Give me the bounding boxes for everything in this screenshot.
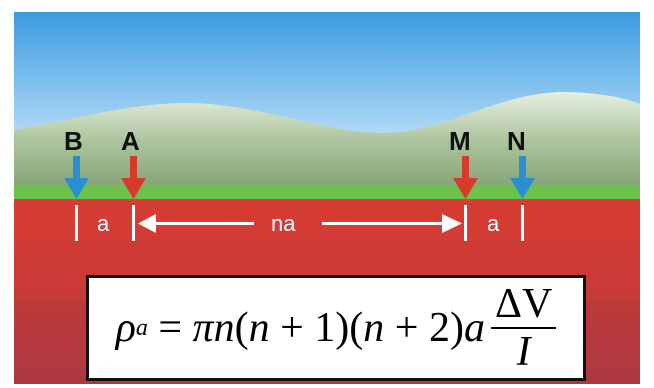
formula-denominator: I	[516, 329, 531, 375]
formula-open-paren-1: (	[234, 305, 249, 351]
formula-equals: =	[147, 305, 193, 351]
tick-m	[464, 205, 467, 241]
formula-close-paren-1: )	[335, 305, 350, 351]
formula-n: n	[213, 305, 235, 351]
formula-pi: π	[192, 305, 214, 351]
spacing-label-na: na	[271, 211, 296, 236]
electrode-b-arrow	[64, 156, 89, 199]
formula-plus-one: + 1	[269, 305, 336, 351]
electrode-a-arrow	[121, 156, 146, 199]
electrode-label-m: M	[449, 126, 471, 156]
formula-n-2: n	[248, 305, 270, 351]
formula-plus-two: + 2	[384, 305, 450, 351]
electrode-label-b: B	[64, 126, 83, 156]
formula-open-paren-2: (	[349, 305, 364, 351]
electrode-n-arrow	[510, 156, 535, 199]
electrode-m-arrow	[453, 156, 478, 199]
formula-close-paren-2: )	[449, 305, 464, 351]
formula-rho-subscript: a	[135, 314, 148, 341]
spacing-label-right-a: a	[487, 211, 500, 236]
formula-numerator: ΔV	[490, 281, 557, 329]
tick-n	[521, 205, 524, 241]
tick-b	[75, 205, 78, 241]
formula-a: a	[463, 305, 485, 351]
hills	[14, 92, 640, 196]
grass-strip	[14, 185, 640, 199]
na-dimension-arrow	[138, 214, 462, 233]
electrode-label-n: N	[507, 126, 526, 156]
electrode-label-a: A	[121, 126, 140, 156]
formula-n-3: n	[363, 305, 385, 351]
spacing-label-left-a: a	[97, 211, 110, 236]
formula-rho: ρ	[115, 305, 136, 351]
tick-a	[132, 205, 135, 241]
